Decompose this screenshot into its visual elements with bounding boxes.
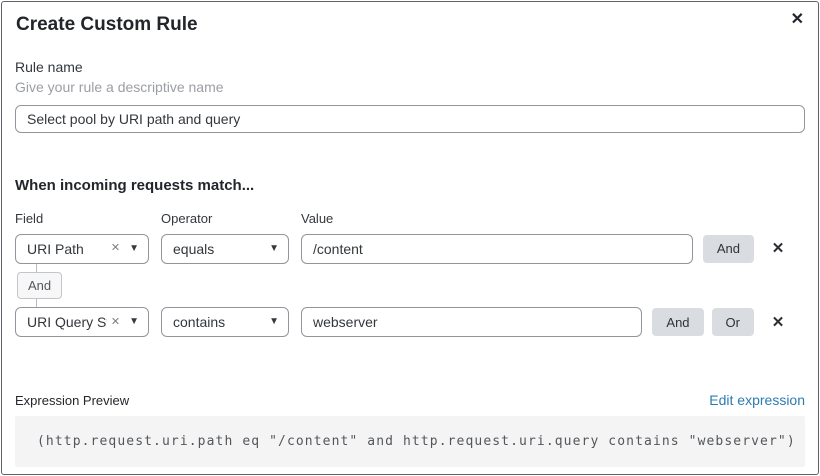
field-column-label: Field (15, 210, 44, 226)
expression-preview-code: (http.request.uri.path eq "/content" and… (15, 416, 805, 468)
delete-row-icon[interactable]: ✕ (767, 241, 789, 256)
clear-icon[interactable]: ✕ (110, 315, 121, 328)
operator-select-1[interactable]: equals ▼ (161, 233, 289, 264)
add-and-condition-button[interactable]: And (702, 234, 754, 263)
condition-row-2: URI Query St... ✕ ▼ contains ▼ And Or ✕ (15, 307, 805, 338)
operator-select-1-value: equals (173, 240, 215, 257)
value-input-2[interactable] (301, 307, 643, 338)
edit-expression-link[interactable]: Edit expression (709, 392, 805, 409)
add-or-condition-button[interactable]: Or (711, 308, 754, 337)
match-section-heading: When incoming requests match... (15, 176, 255, 194)
chevron-down-icon[interactable]: ▼ (129, 242, 139, 254)
chevron-down-icon[interactable]: ▼ (269, 316, 279, 328)
value-input-1[interactable] (301, 233, 693, 264)
chevron-down-icon[interactable]: ▼ (269, 242, 279, 254)
and-connector-badge: And (17, 271, 63, 300)
value-column-label: Value (301, 210, 334, 226)
rule-name-input[interactable] (15, 104, 805, 133)
condition-row-1: URI Path ✕ ▼ equals ▼ And ✕ (15, 233, 805, 264)
delete-row-icon[interactable]: ✕ (767, 315, 789, 330)
field-select-2[interactable]: URI Query St... ✕ ▼ (15, 307, 149, 338)
page-title: Create Custom Rule (16, 14, 198, 35)
operator-select-2-value: contains (173, 314, 226, 331)
close-icon[interactable]: ✕ (787, 8, 808, 32)
column-labels: Field Operator Value (15, 211, 805, 226)
operator-select-2[interactable]: contains ▼ (161, 307, 289, 338)
chevron-down-icon[interactable]: ▼ (129, 316, 139, 328)
field-select-1-value: URI Path (27, 240, 84, 257)
logic-connector: And (15, 263, 805, 308)
rule-name-helper: Give your rule a descriptive name (15, 78, 224, 95)
field-select-1[interactable]: URI Path ✕ ▼ (15, 233, 149, 264)
connector-line-top (36, 263, 37, 272)
expression-preview-label: Expression Preview (15, 393, 130, 409)
rule-name-label: Rule name (15, 58, 83, 75)
operator-column-label: Operator (161, 210, 213, 226)
connector-line-bottom (36, 299, 37, 308)
field-select-2-value: URI Query St... (27, 314, 107, 331)
expression-preview-header: Expression Preview Edit expression (15, 392, 805, 408)
clear-icon[interactable]: ✕ (110, 242, 121, 255)
add-and-condition-button[interactable]: And (652, 308, 704, 337)
